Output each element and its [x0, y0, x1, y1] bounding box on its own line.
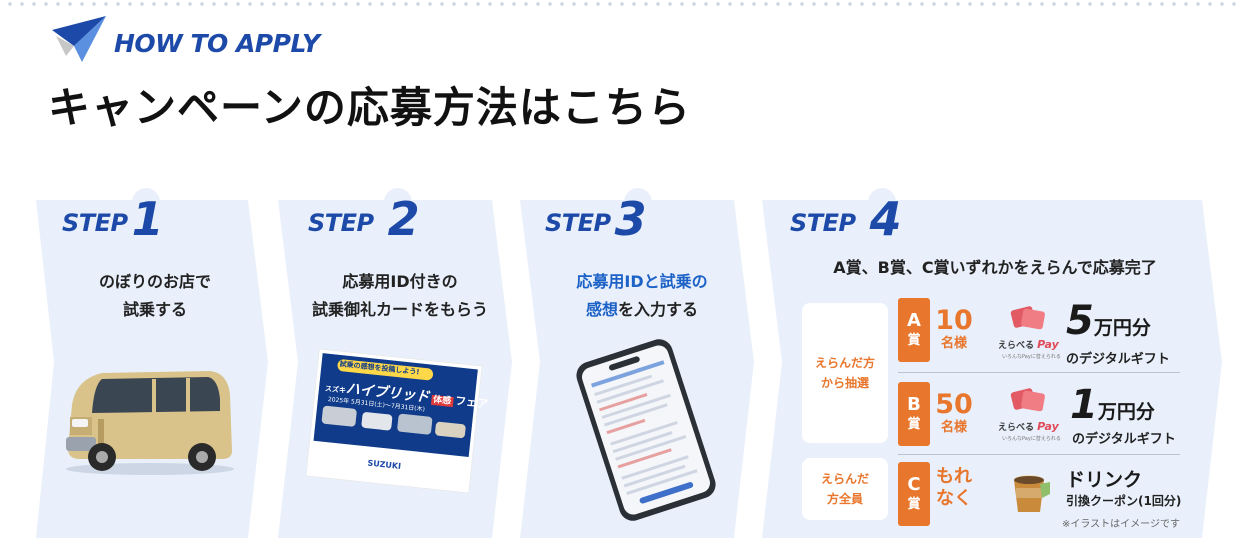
- prize-divider: [898, 454, 1180, 455]
- step-4-description: A賞、B賞、C賞いずれかをえらんで応募完了: [833, 258, 1157, 277]
- eyebrow-text: HOW TO APPLY: [114, 28, 320, 58]
- step-4-panel: [762, 186, 1234, 538]
- illustration-note: ※イラストはイメージです: [1062, 519, 1180, 530]
- all-applicants-label: えらんだ 方全員: [820, 472, 869, 506]
- erabel-pay-tagline: いろんなPayに替えられる: [1002, 436, 1061, 442]
- step-2-description: 応募用ID付きの 試乗御礼カードをもらう: [311, 272, 488, 319]
- lottery-label-panel: [802, 303, 888, 443]
- drink-cup-icon: [1004, 468, 1054, 516]
- top-dotted-border: [0, 0, 1236, 8]
- prize-c-name: ドリンク: [1066, 469, 1143, 491]
- paper-plane-icon: [52, 16, 108, 62]
- thank-you-card: 試乗の感想を投稿しよう! スズキハイブリッド体感フェア 2025年 5月31日(…: [305, 348, 489, 494]
- prize-c-description: 引換クーポン(1回分): [1066, 494, 1182, 508]
- step-3-description: 応募用IDと試乗の 感想を入力する: [576, 272, 708, 319]
- lottery-label: えらんだ方 から抽選: [814, 356, 875, 390]
- prize-divider: [898, 372, 1180, 373]
- erabel-pay-logo: [998, 302, 1058, 354]
- step-1-description: のぼりのお店で 試乗する: [98, 272, 211, 319]
- erabel-pay-logo: [998, 384, 1058, 436]
- prize-a-amount: 5万円分: [1066, 298, 1151, 344]
- prize-b-description: のデジタルギフト: [1072, 432, 1176, 447]
- erabel-pay-tagline: いろんなPayに替えられる: [1002, 354, 1061, 360]
- prize-b-amount: 1万円分: [1070, 382, 1155, 428]
- all-label-panel: [802, 458, 888, 520]
- erabel-pay-wordmark: えらべる Pay: [998, 420, 1059, 433]
- erabel-pay-wordmark: えらべる Pay: [998, 338, 1059, 351]
- section-eyebrow: HOW TO APPLY: [52, 14, 320, 64]
- car-illustration: [62, 365, 238, 477]
- smartphone-illustration: [556, 330, 737, 530]
- prize-c-count: もれなく: [936, 466, 972, 509]
- page-title: キャンペーンの応募方法はこちら: [48, 83, 691, 132]
- prize-a-description: のデジタルギフト: [1066, 352, 1170, 367]
